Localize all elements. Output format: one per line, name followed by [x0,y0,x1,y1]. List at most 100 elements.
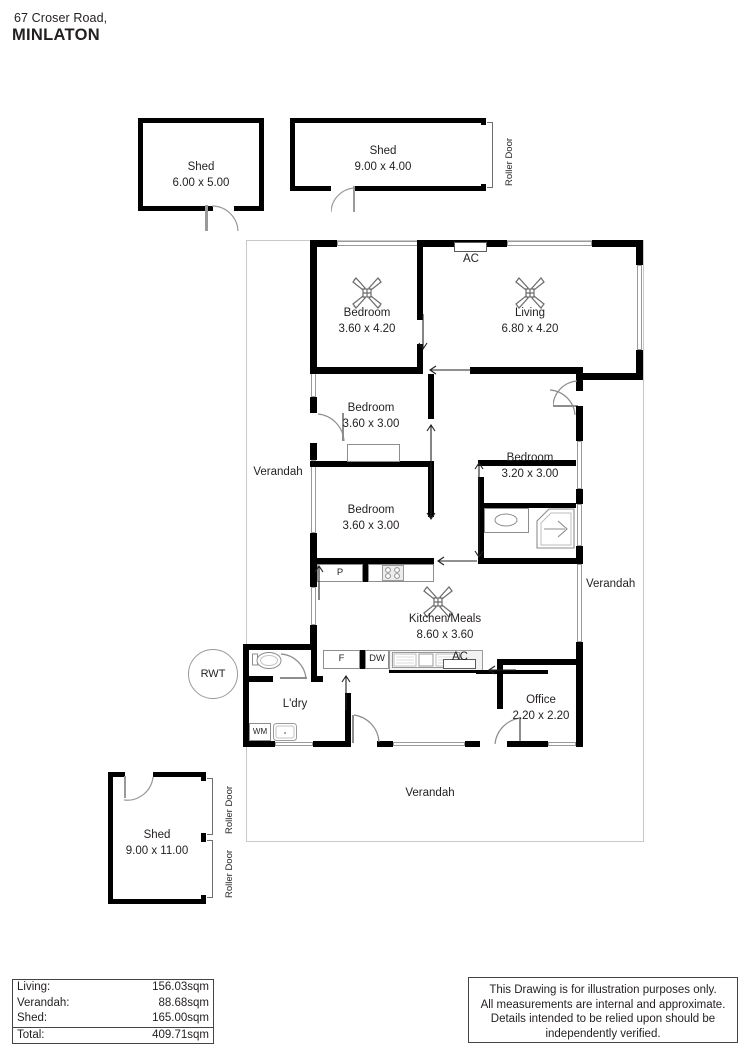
address-line-1: 67 Croser Road, [14,11,108,25]
int-wall-wc-bottom [243,676,273,682]
ext-wall-right-c [576,373,583,391]
disclaimer-line-4: independently verified. [545,1027,661,1040]
room-dim: 8.60 x 3.60 [416,629,474,641]
shed-dim-text: 9.00 x 4.00 [354,161,412,173]
verandah-label-bottom: Verandah [370,786,490,800]
wm-text: WM [252,727,268,736]
int-wall-ldry-right-upper [317,676,323,682]
verandah-label-left: Verandah [248,465,308,479]
room-dim: 2.20 x 2.20 [512,710,570,722]
roller-door-label-bottom-upper: Roller Door [224,786,235,834]
roller-door-bracket-bottom-lower [207,840,213,898]
area-value: 165.00sqm [152,1012,209,1024]
disclaimer-line-2: All measurements are internal and approx… [480,998,726,1011]
int-wall-bed1-bottom [310,367,423,374]
ext-wall-bottom-b [313,741,351,747]
room-name: Bedroom [343,307,391,319]
window-ldry-bottom [275,742,313,746]
kitchen-meals-dimensions: 8.60 x 3.60 [398,628,492,642]
office-door-swing [494,715,522,745]
shed-name: Shed [187,161,215,173]
ext-wall-wc-top [243,644,317,650]
laundry-trough-icon [273,723,297,741]
table-row: Shed: 165.00sqm [13,1011,213,1027]
window-office-bottom [548,742,576,746]
int-wall-kitchen-top [310,558,434,564]
int-wall-bath-top [478,503,576,508]
ext-wall-right-h [576,642,583,659]
shed-wall-top-left [108,772,125,777]
washing-machine-space [249,723,271,741]
bed4-door-swing [548,388,576,416]
window-living-right [637,265,642,350]
pantry-divider [363,564,368,582]
rainwater-tank: RWT [188,649,238,699]
ext-wall-right-g [576,546,583,564]
ext-wall-office-top [497,659,576,665]
ext-wall-left-d [310,533,317,560]
room-name: Bedroom [347,504,395,516]
area-label: Living: [17,981,51,993]
verandah-text: Verandah [586,578,636,590]
bedroom-4-label: Bedroom [490,451,570,465]
bedroom-4-dimensions: 3.20 x 3.00 [490,467,570,481]
bedroom-2-dimensions: 3.60 x 3.00 [331,417,411,431]
ac-unit-kitchen [443,659,476,669]
shed-name: Shed [143,829,171,841]
toilet-icon [252,652,282,669]
hall-arrow-living [429,365,471,375]
area-value: 156.03sqm [152,981,209,993]
int-wall-bed1-right [417,240,423,320]
shed-dimensions: 9.00 x 4.00 [290,160,476,174]
living-door-swing [553,380,578,407]
office-dimensions: 2.20 x 2.20 [505,709,577,723]
int-wall-wc-right [311,644,317,682]
int-wall-ldry-right [345,693,351,741]
shed-wall-left [108,772,113,904]
kitchen-meals-label: Kitchen/Meals [398,612,492,626]
bedroom-2-label: Bedroom [331,401,411,415]
dishwasher-space [365,650,389,669]
address-line-2: MINLATON [12,26,100,44]
verandah-plane [246,240,644,842]
shed-top-left-door-swing [205,205,240,231]
room-dim: 3.20 x 3.00 [501,468,559,480]
rwt-label: RWT [189,667,237,681]
ext-wall-bottom-c [377,741,393,747]
pantry-label: P [317,567,363,578]
int-wall-office-left [497,665,503,709]
roller-door-text: Roller Door [224,849,235,898]
bedroom-3-dimensions: 3.60 x 3.00 [331,519,411,533]
pantry-text: P [336,567,344,578]
shed-wall-right [259,118,264,211]
ext-wall-bottom-a [243,741,275,747]
int-wall-bed2-right [428,374,434,419]
disclaimer-line-1: This Drawing is for illustration purpose… [489,984,717,996]
ext-wall-right-b [636,350,643,374]
ceiling-fan-icon-living [515,277,545,309]
window-bath-right [577,504,582,546]
shed-dim-text: 9.00 x 11.00 [125,845,189,857]
living-label: Living [490,306,570,320]
shed-dim-text: 6.00 x 5.00 [172,177,230,189]
ac-unit-top [454,242,487,252]
hall-arrow-bed1 [418,314,428,350]
ext-wall-left-b [310,397,317,413]
table-row-total: Total: 409.71sqm [13,1026,213,1044]
pantry-cabinet [317,564,363,582]
roller-door-bracket-bottom-upper [207,778,213,835]
shower-icon [536,508,575,549]
table-row: Verandah: 88.68sqm [13,996,213,1012]
washing-machine-label: WM [249,727,271,736]
robe-bed2 [347,444,400,462]
hall-arrow-bed2-3 [426,424,436,520]
ext-wall-left-c [310,443,317,460]
int-wall-hall-right [478,477,484,558]
shed-top-left: Shed 6.00 x 5.00 [138,118,264,211]
ext-wall-bottom-e [507,741,548,747]
living-dimensions: 6.80 x 4.20 [490,322,570,336]
roller-door-text: Roller Door [504,137,515,186]
area-value: 88.68sqm [158,996,209,1009]
ceiling-fan-icon-bed1 [352,277,382,309]
shed-dimensions: 9.00 x 11.00 [108,844,206,858]
